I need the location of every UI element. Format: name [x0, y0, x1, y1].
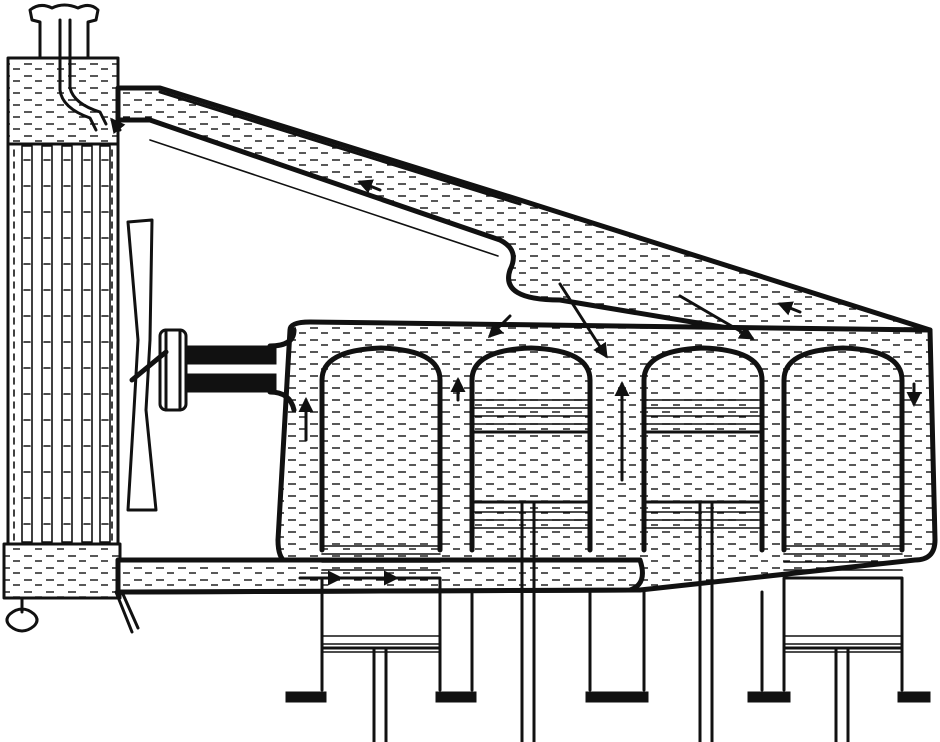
- upper-water-hose: [115, 85, 933, 353]
- radiator-filler-cap: [28, 3, 100, 60]
- radiator-core-tubes: [2, 56, 122, 600]
- radiator-tube: [81, 145, 93, 543]
- radiator-tube: [99, 145, 111, 543]
- water-flow-arrow: [357, 179, 382, 194]
- fan-pulley: [158, 327, 297, 413]
- radiator-tube: [41, 145, 53, 543]
- water-flow-arrow: [110, 117, 126, 135]
- lower-water-hose: [115, 557, 645, 595]
- filler-pipe: [58, 18, 108, 132]
- water-flow-arrow: [558, 282, 608, 359]
- radiator-tube: [21, 145, 33, 543]
- water-flow-arrow: [678, 294, 755, 340]
- water-flow-arrow: [777, 301, 802, 316]
- drain-cock: [5, 590, 140, 634]
- cylinder-1: [285, 345, 469, 742]
- cylinder-4: [747, 345, 931, 742]
- water-flow-arrow: [487, 314, 512, 339]
- radiator-tube: [61, 145, 73, 543]
